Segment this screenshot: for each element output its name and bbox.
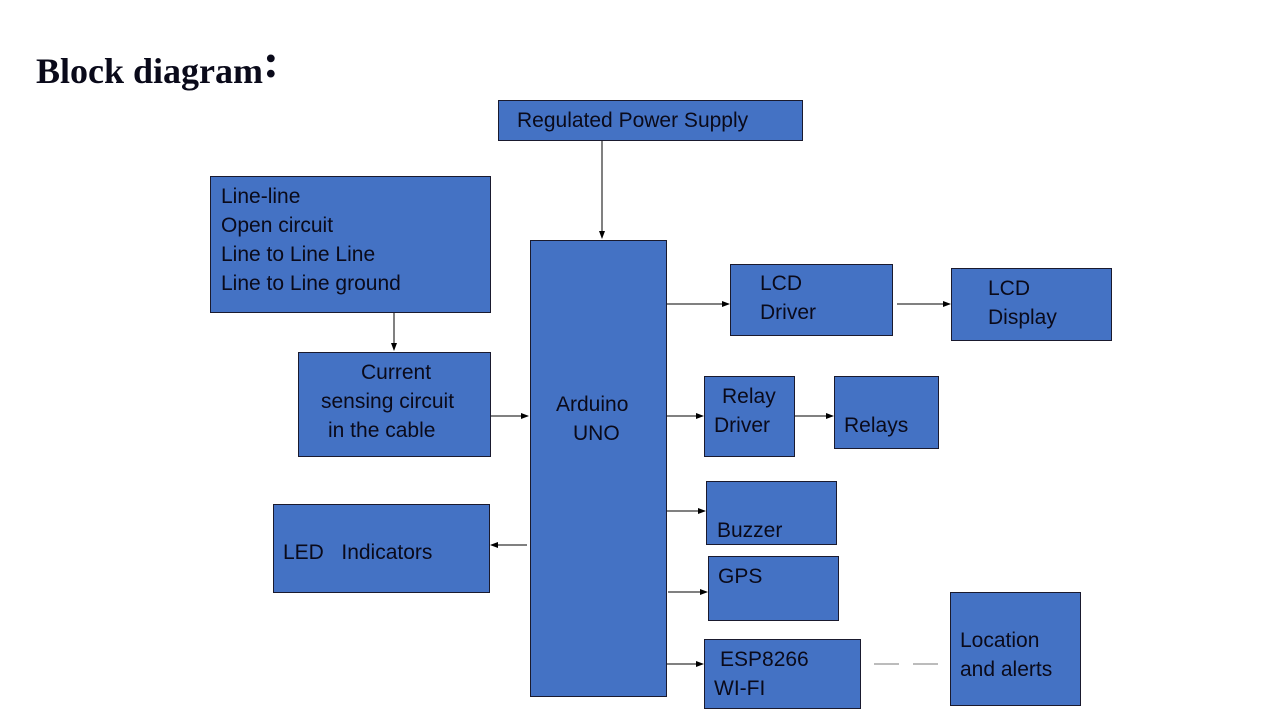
- block-label: Buzzer: [717, 519, 783, 542]
- block-label: LED Indicators: [283, 541, 433, 564]
- block-label: LCD: [988, 277, 1031, 300]
- block-label-line-line: Line-line: [221, 185, 301, 208]
- block-label: Relay: [722, 385, 776, 408]
- block-label: Current: [361, 361, 432, 384]
- block-label: Display: [988, 306, 1057, 329]
- block-lcd-driver: LCD Driver: [730, 264, 893, 336]
- block-label: sensing circuit: [321, 390, 455, 413]
- block-buzzer: Buzzer: [706, 481, 837, 545]
- block-fault-types: Line-line Open circuit Line to Line Line…: [210, 176, 491, 313]
- title-text: Block diagram: [36, 51, 264, 91]
- block-label: Location: [960, 629, 1040, 652]
- block-label: Regulated Power Supply: [517, 109, 749, 132]
- block-label: ESP8266: [720, 648, 809, 671]
- block-label: Arduino: [556, 393, 629, 416]
- block-label: GPS: [718, 565, 763, 588]
- block-arduino-uno: Arduino UNO: [530, 240, 667, 697]
- block-label: Driver: [714, 414, 770, 437]
- block-label: in the cable: [328, 419, 436, 442]
- block-label: LCD: [760, 272, 803, 295]
- block-relays: Relays: [834, 376, 939, 449]
- block-current-sensing-circuit: Current sensing circuit in the cable: [298, 352, 491, 457]
- block-label-line-to-line-ground: Line to Line ground: [221, 272, 401, 295]
- block-relay-driver: Relay Driver: [704, 376, 795, 457]
- block-location-and-alerts: Location and alerts: [950, 592, 1081, 706]
- block-label: UNO: [573, 422, 620, 445]
- block-label-open-circuit: Open circuit: [221, 214, 334, 237]
- title-colon: :: [263, 35, 279, 88]
- block-label: and alerts: [960, 658, 1053, 681]
- block-label: WI-FI: [714, 677, 766, 700]
- slide-title: Block diagram:: [36, 34, 279, 92]
- block-gps: GPS: [708, 556, 839, 621]
- block-led-indicators: LED Indicators: [273, 504, 490, 593]
- block-regulated-power-supply: Regulated Power Supply: [498, 100, 803, 141]
- block-label-line-to-line-line: Line to Line Line: [221, 243, 376, 266]
- block-label: Relays: [844, 414, 909, 437]
- block-esp8266-wifi: ESP8266 WI-FI: [704, 639, 861, 709]
- block-label: Driver: [760, 301, 816, 324]
- block-lcd-display: LCD Display: [951, 268, 1112, 341]
